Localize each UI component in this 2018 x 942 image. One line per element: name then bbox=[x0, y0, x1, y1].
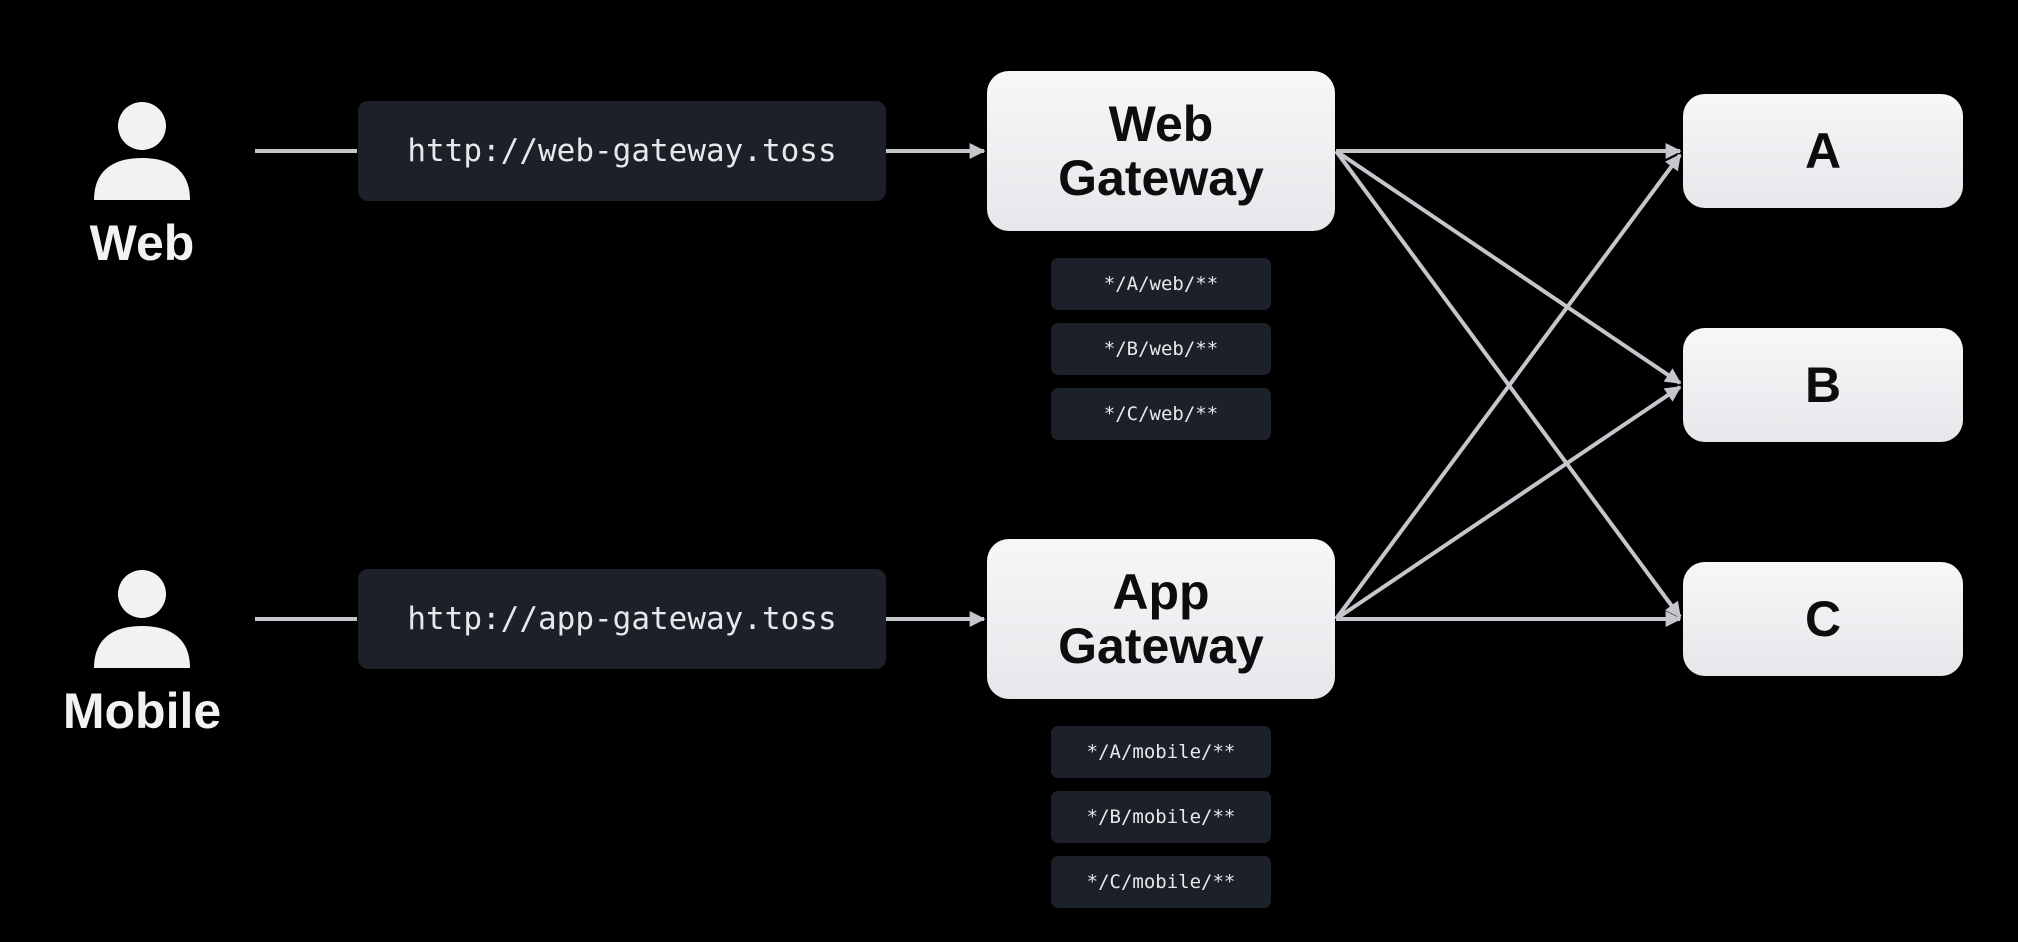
web-route-a: */A/web/** bbox=[1051, 258, 1271, 310]
web-gateway-title-line2: Gateway bbox=[1058, 150, 1264, 206]
service-c-box: C bbox=[1683, 562, 1963, 676]
app-gateway-box: App Gateway bbox=[987, 539, 1335, 699]
mobile-client-label: Mobile bbox=[62, 683, 222, 739]
web-client-label: Web bbox=[89, 215, 195, 271]
mobile-client: Mobile bbox=[32, 568, 252, 740]
user-icon bbox=[94, 102, 190, 200]
mobile-route-c: */C/mobile/** bbox=[1051, 856, 1271, 908]
web-client: Web bbox=[32, 100, 252, 272]
web-route-c: */C/web/** bbox=[1051, 388, 1271, 440]
mobile-route-b: */B/mobile/** bbox=[1051, 791, 1271, 843]
web-gateway-url: http://web-gateway.toss bbox=[358, 101, 886, 201]
web-gateway-to-b-arrow bbox=[1334, 149, 1682, 385]
web-route-b: */B/web/** bbox=[1051, 323, 1271, 375]
app-gateway-url: http://app-gateway.toss bbox=[358, 569, 886, 669]
service-a-box: A bbox=[1683, 94, 1963, 208]
app-gateway-to-b-arrow bbox=[1334, 385, 1682, 621]
app-gateway-to-a-arrow bbox=[1334, 153, 1682, 621]
app-gateway-title-line1: App bbox=[1112, 564, 1210, 620]
user-icon bbox=[94, 570, 190, 668]
web-gateway-box: Web Gateway bbox=[987, 71, 1335, 231]
web-gateway-title-line1: Web bbox=[1108, 96, 1214, 152]
mobile-route-a: */A/mobile/** bbox=[1051, 726, 1271, 778]
app-gateway-title-line2: Gateway bbox=[1058, 618, 1264, 674]
service-b-box: B bbox=[1683, 328, 1963, 442]
